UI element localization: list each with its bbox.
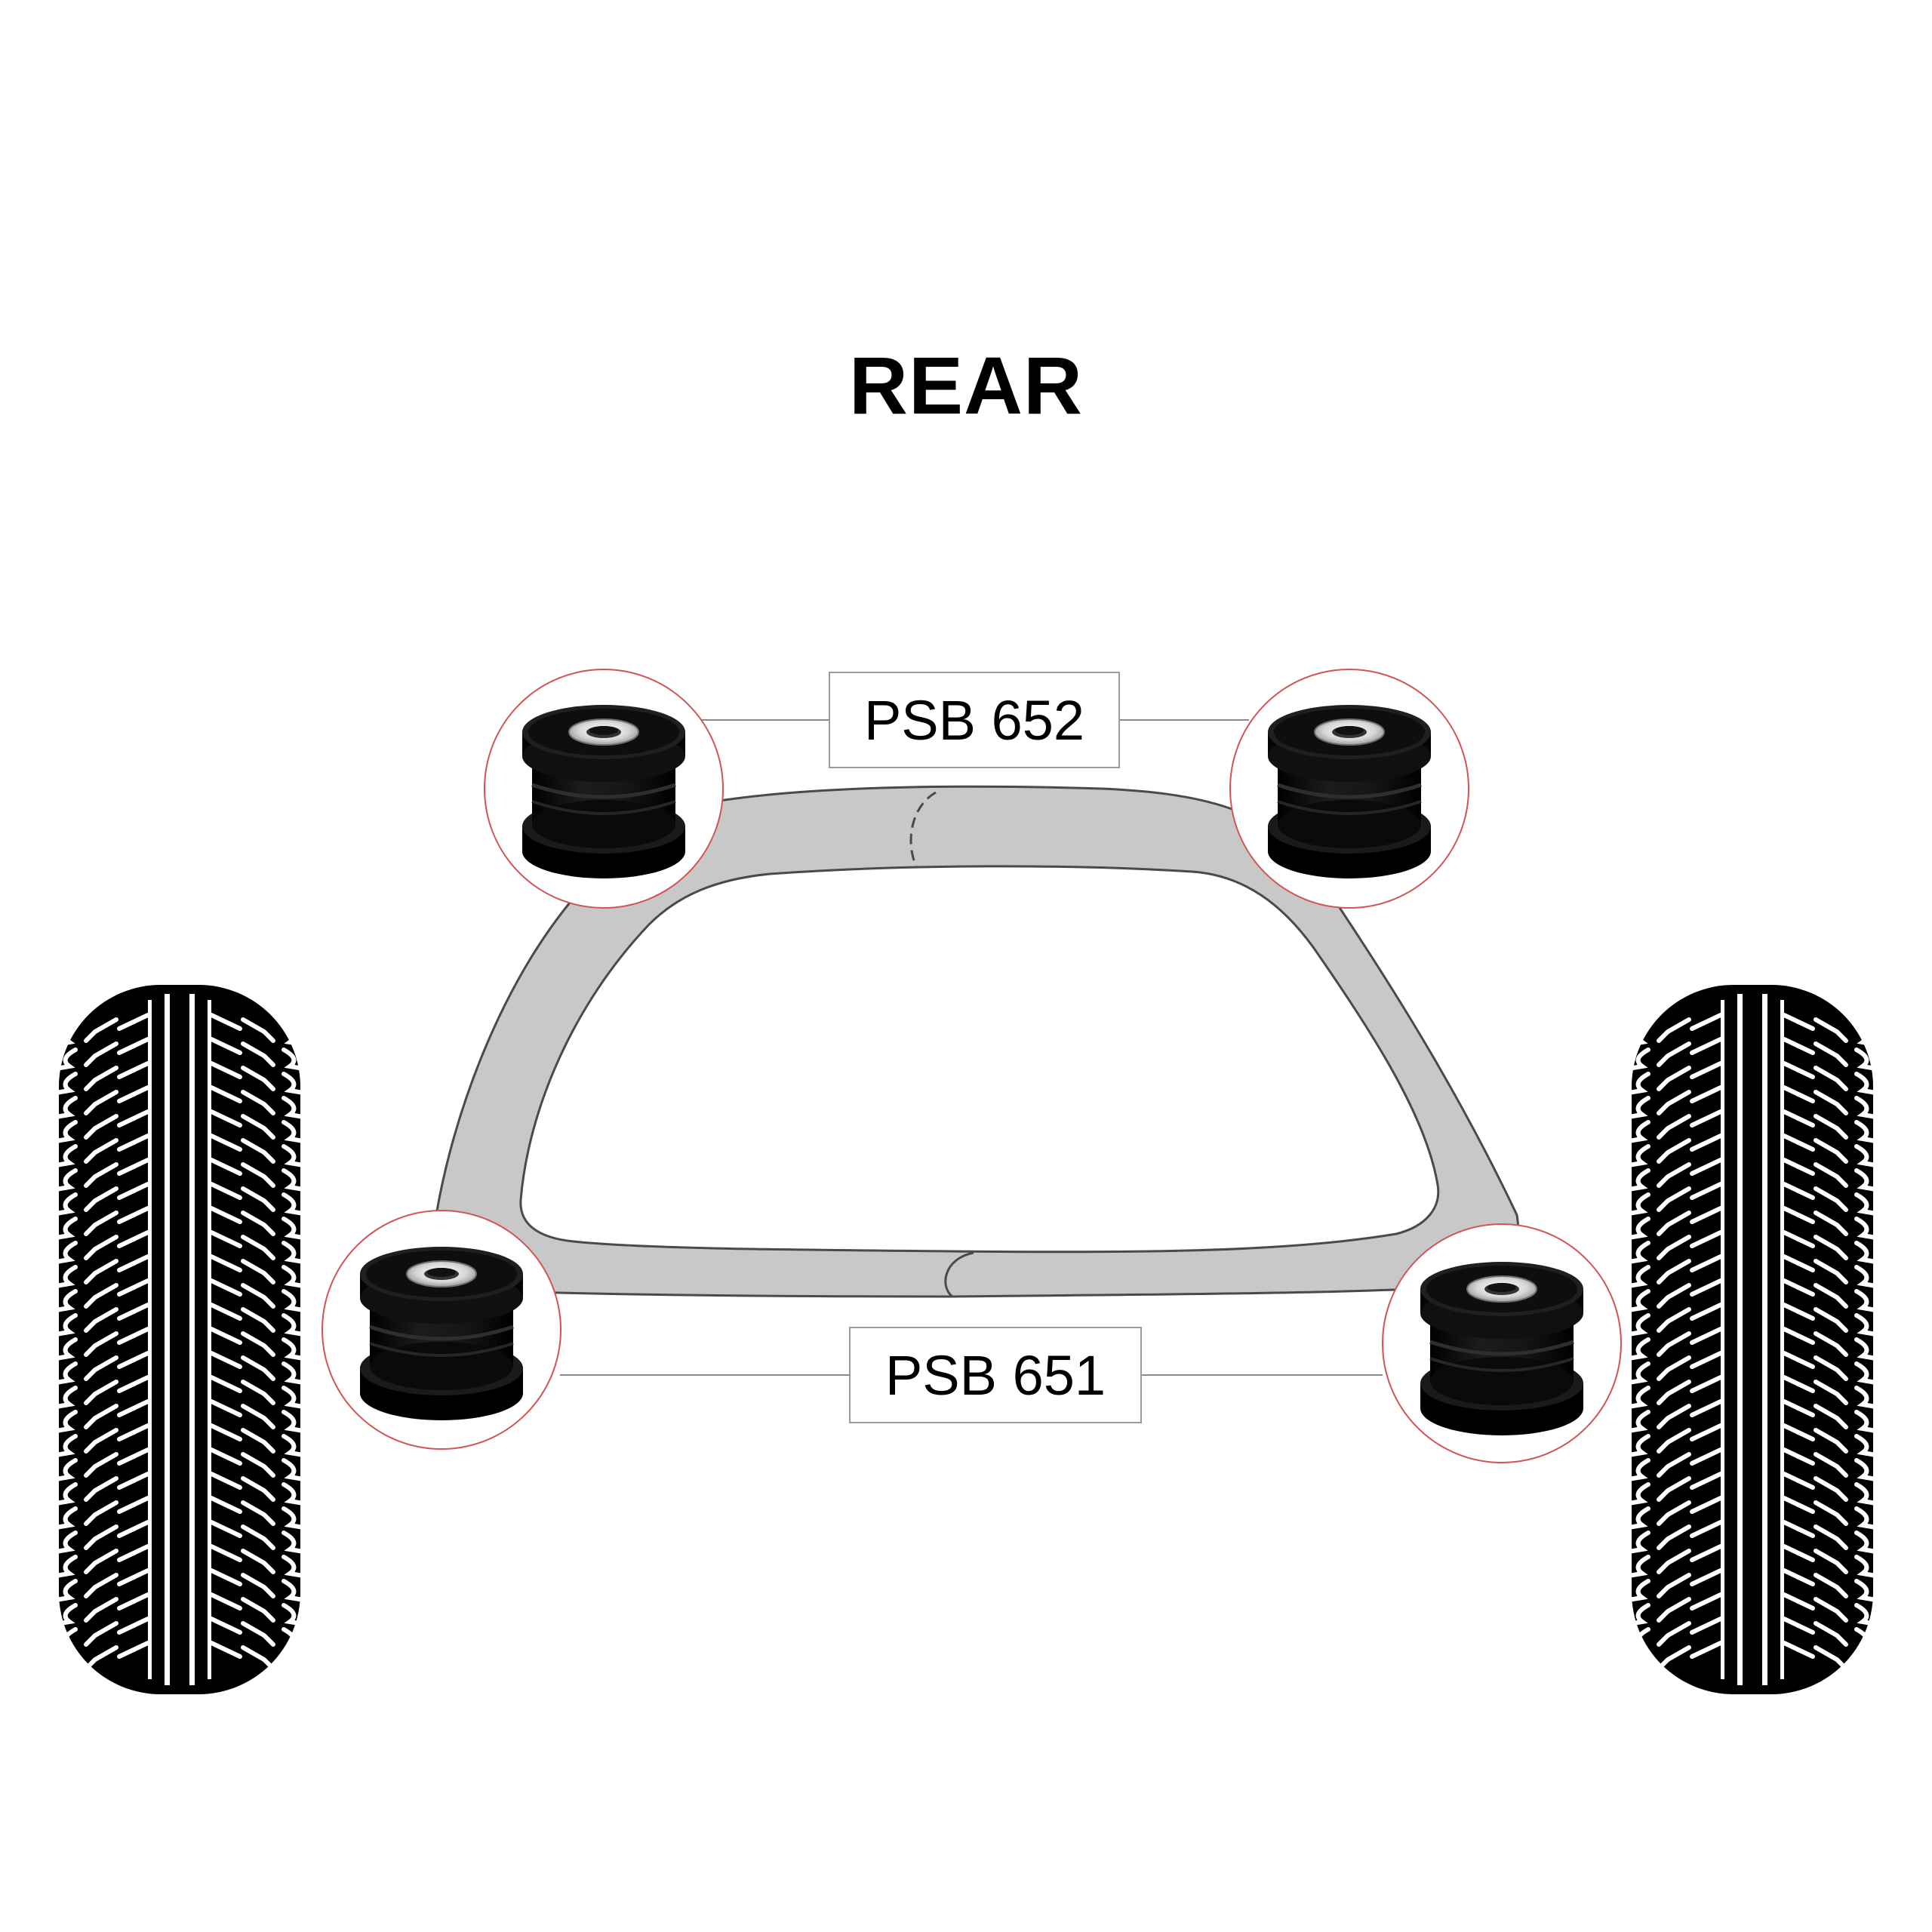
left-tyre-icon [51, 985, 308, 1694]
bush-upper-left [484, 669, 724, 909]
bush-icon [360, 1247, 523, 1420]
leader-lines [560, 719, 1383, 1376]
part-label-lower: PSB 651 [849, 1327, 1142, 1423]
diagram-title: REAR [848, 340, 1084, 431]
bush-upper-right [1229, 669, 1469, 909]
part-label-upper: PSB 652 [829, 672, 1120, 768]
bush-icon [522, 705, 685, 878]
bush-icon [1268, 705, 1431, 878]
bush-lower-right [1382, 1223, 1622, 1463]
right-tyre-icon [1624, 985, 1881, 1694]
bush-icon [1420, 1262, 1583, 1435]
bush-lower-left [321, 1210, 561, 1450]
